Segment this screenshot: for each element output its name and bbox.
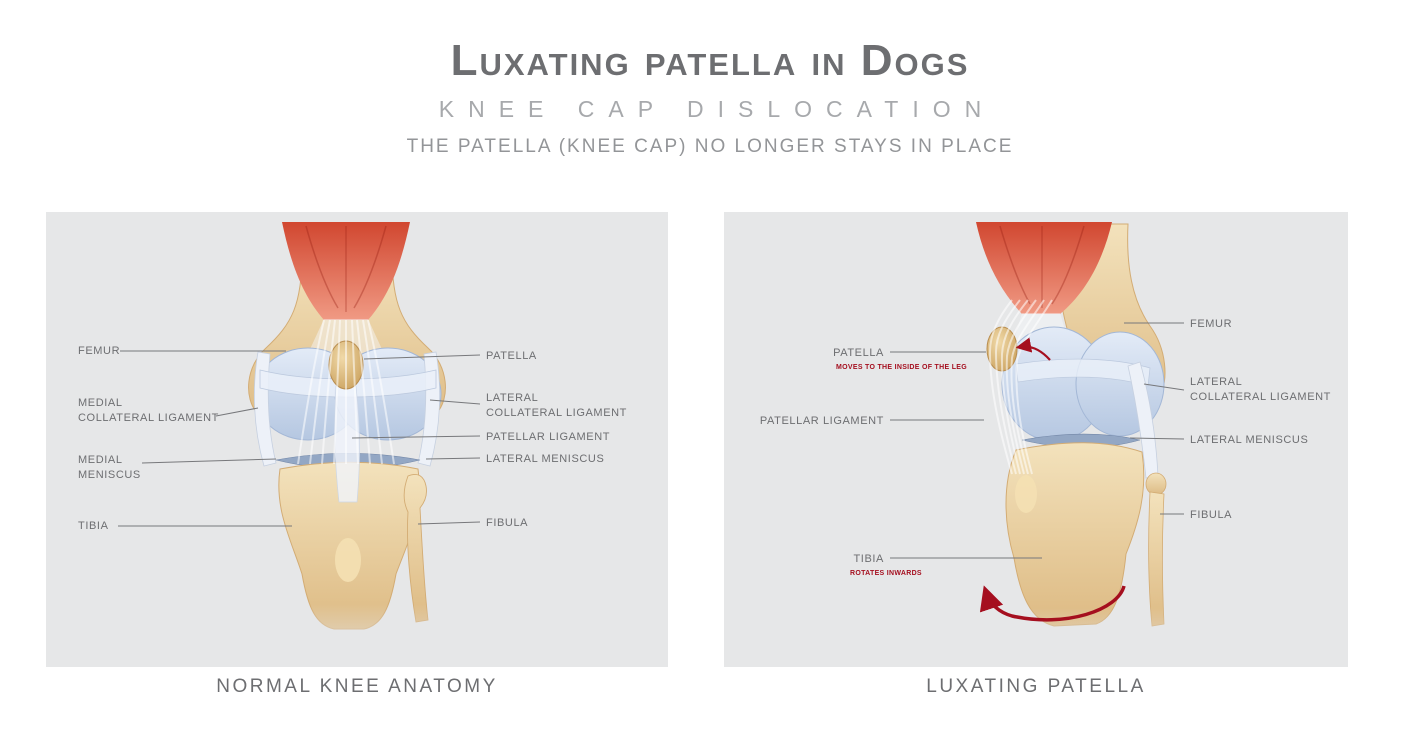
ligament-fibers (297, 319, 395, 465)
label-lateral-meniscus: LATERAL MENISCUS (1190, 434, 1309, 446)
normal-knee-illustration (46, 222, 668, 667)
label-patella-note: MOVES TO THE INSIDE OF THE LEG (836, 364, 967, 371)
label-lateral-collateral-ligament: LATERAL COLLATERAL LIGAMENT (486, 392, 627, 419)
label-tibia: TIBIA (78, 520, 109, 532)
lateral-collateral-ligament-shape (1127, 361, 1159, 479)
retinaculum-band (1015, 358, 1151, 387)
leader-lines (118, 350, 481, 527)
label-fibula: FIBULA (486, 517, 529, 529)
leader-lines (890, 322, 1185, 559)
luxating-patella-illustration (724, 222, 1348, 667)
page-subtitle: KNEE CAP DISLOCATION (438, 96, 996, 122)
label-medial-meniscus: MEDIAL MENISCUS (78, 454, 141, 481)
panel-normal-knee: FEMUR MEDIAL COLLATERAL LIGAMENT MEDIAL … (46, 212, 668, 667)
label-femur: FEMUR (78, 345, 121, 357)
label-femur: FEMUR (1190, 318, 1233, 330)
fibula-bone (1145, 472, 1167, 627)
ligament-fibers (988, 299, 1053, 475)
label-patella: PATELLA (833, 347, 884, 359)
page-title: Luxating patella in Dogs (450, 36, 970, 85)
label-fibula: FIBULA (1190, 509, 1233, 521)
bottom-fade (46, 604, 668, 667)
label-lateral-collateral-ligament: LATERAL COLLATERAL LIGAMENT (1190, 376, 1331, 403)
label-patellar-ligament: PATELLAR LIGAMENT (486, 431, 611, 443)
tibia-bone (278, 461, 420, 630)
dislocation-arrow (1015, 337, 1051, 361)
fibula-bone (403, 474, 429, 623)
caption-luxating-patella: LUXATING PATELLA (926, 676, 1146, 697)
panel-luxating-patella: PATELLA MOVES TO THE INSIDE OF THE LEG P… (724, 212, 1348, 667)
label-patella: PATELLA (486, 350, 537, 362)
label-medial-collateral-ligament: MEDIAL COLLATERAL LIGAMENT (78, 397, 219, 424)
page-tagline: THE PATELLA (KNEE CAP) NO LONGER STAYS I… (406, 136, 1014, 157)
label-lateral-meniscus: LATERAL MENISCUS (486, 453, 605, 465)
caption-normal-knee: NORMAL KNEE ANATOMY (216, 676, 498, 697)
bottom-fade (724, 608, 1348, 667)
rotation-arrow (979, 585, 1126, 622)
label-tibia-note: ROTATES INWARDS (850, 570, 922, 577)
tibia-bone (1005, 442, 1145, 627)
label-patellar-ligament: PATELLAR LIGAMENT (759, 415, 884, 427)
label-tibia: TIBIA (853, 553, 884, 565)
header: Luxating patella in Dogs KNEE CAP DISLOC… (0, 38, 1420, 158)
